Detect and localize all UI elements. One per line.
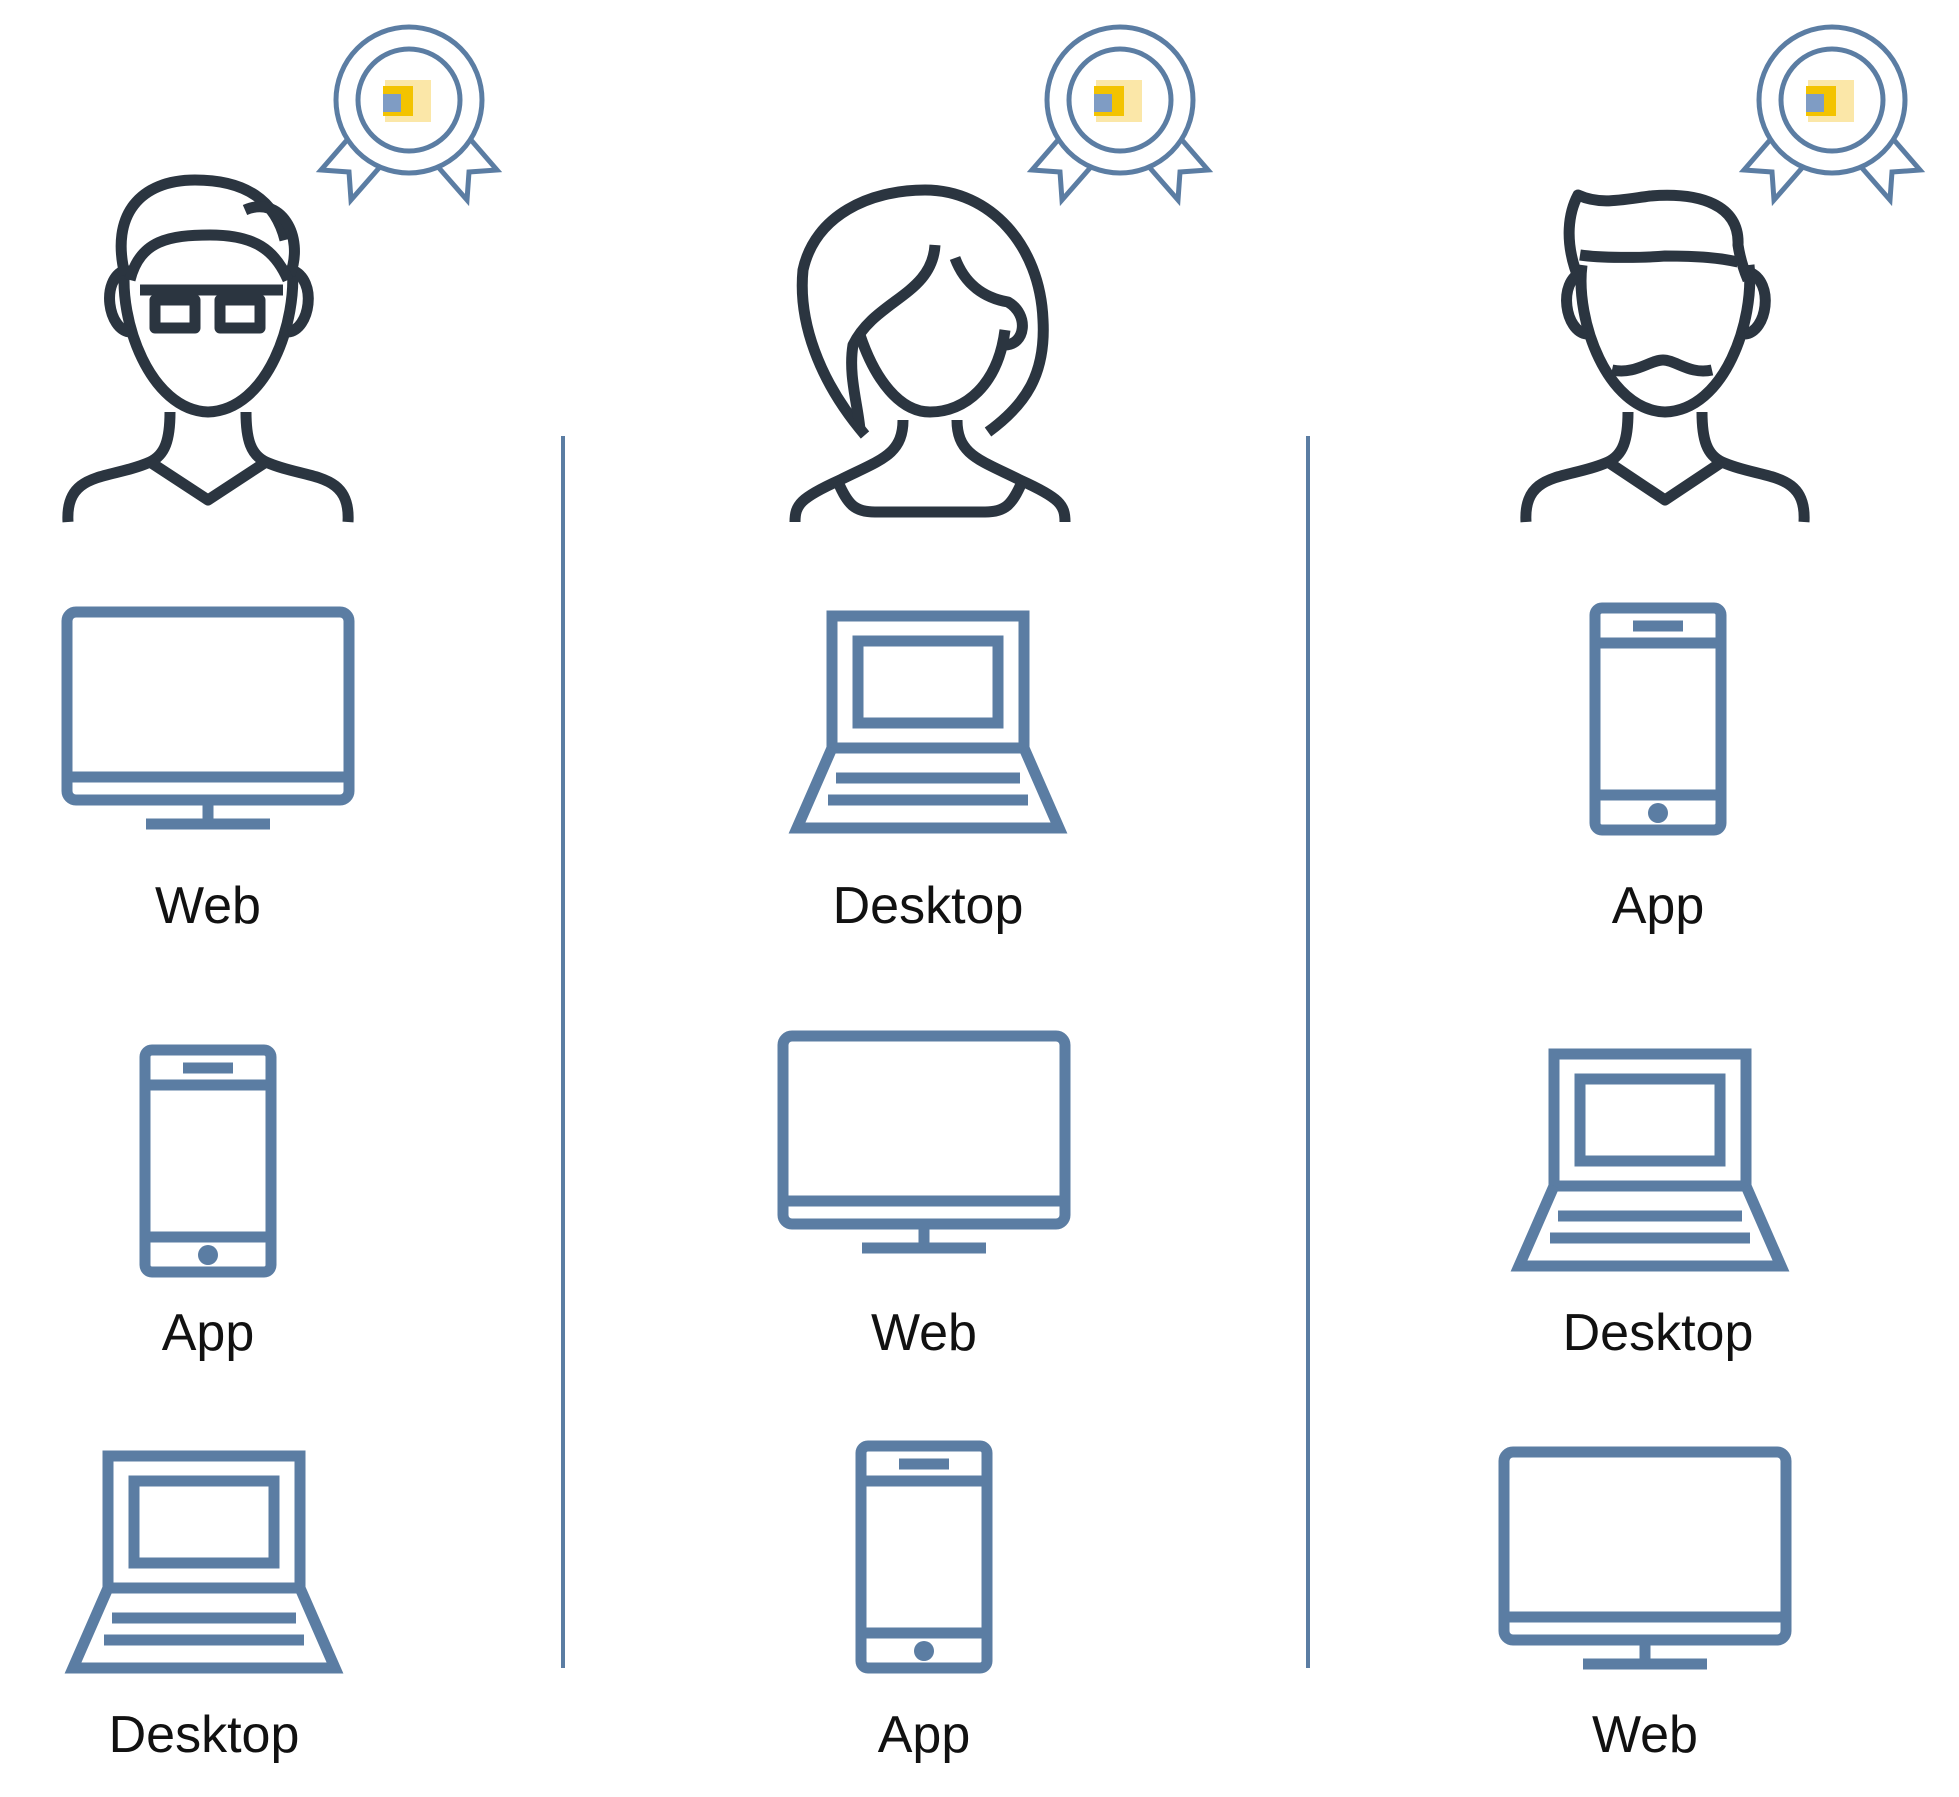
- device-label: Desktop: [109, 1706, 300, 1764]
- laptop-icon: [73, 1456, 335, 1668]
- device-label: Web: [155, 877, 261, 935]
- device-label: App: [1612, 877, 1705, 935]
- smartphone-icon: [1595, 608, 1721, 830]
- monitor-icon: [1504, 1452, 1786, 1664]
- device-label: App: [162, 1304, 255, 1362]
- smartphone-icon: [861, 1446, 987, 1668]
- device-label: App: [878, 1706, 971, 1764]
- device-label: Desktop: [1563, 1304, 1754, 1362]
- person-woman-icon: [789, 184, 1071, 523]
- person-glasses-icon: [62, 174, 354, 523]
- device-label: Web: [1592, 1706, 1698, 1764]
- smartphone-icon: [145, 1050, 271, 1272]
- laptop-icon: [1519, 1054, 1781, 1266]
- monitor-icon: [67, 612, 349, 824]
- monitor-icon: [783, 1036, 1065, 1248]
- award-badge-icon: [1032, 27, 1208, 200]
- device-label: Web: [871, 1304, 977, 1362]
- laptop-icon: [797, 616, 1059, 828]
- award-badge-icon: [321, 27, 497, 200]
- award-badge-icon: [1744, 27, 1920, 200]
- device-label: Desktop: [833, 877, 1024, 935]
- person-mustache-icon: [1520, 189, 1810, 523]
